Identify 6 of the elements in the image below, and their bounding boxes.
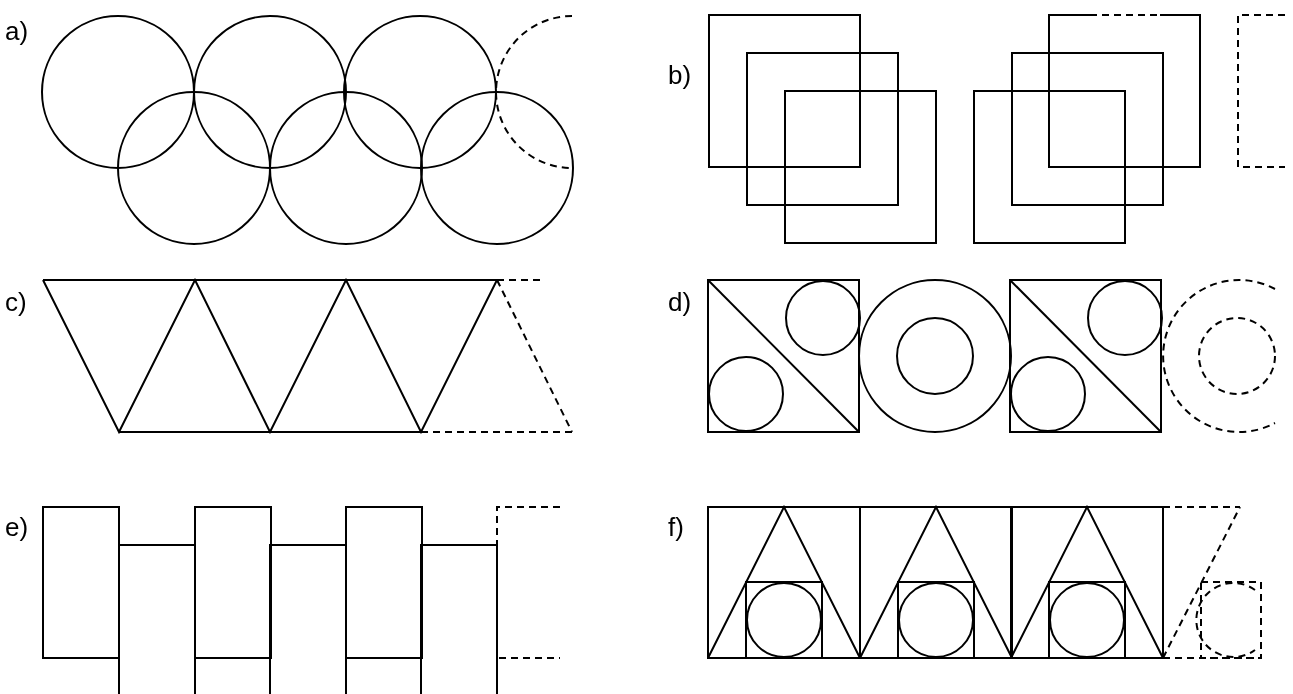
panel-label: c)	[5, 287, 27, 317]
panel-label: b)	[668, 60, 692, 90]
panel-label: a)	[5, 16, 29, 46]
panel-label: d)	[668, 287, 692, 317]
panel-label: f)	[668, 512, 684, 542]
panel-label: e)	[5, 512, 29, 542]
